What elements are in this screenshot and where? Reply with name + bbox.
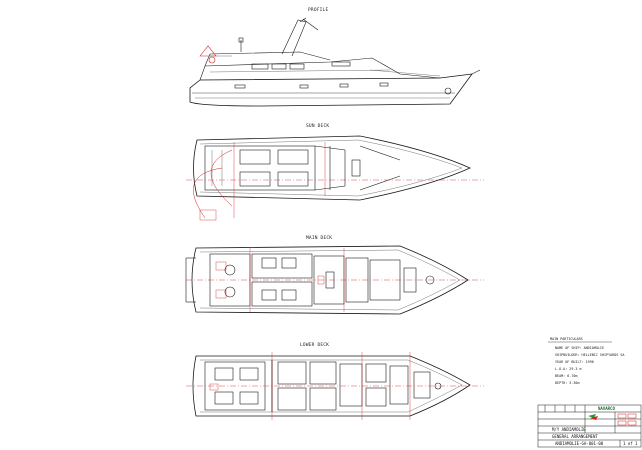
- sun-deck-title: SUN DECK: [306, 124, 330, 129]
- title-block: [537, 404, 642, 448]
- particulars-heading: MAIN PARTICULARS: [550, 337, 583, 341]
- main-deck-title: MAIN DECK: [306, 236, 333, 241]
- sheet-number: 1 of 1: [623, 441, 638, 446]
- profile-view: [189, 17, 481, 107]
- particulars-line: DEPTH: 3.30m: [555, 381, 580, 385]
- vessel-name: M/Y ANDIAMOLIE: [552, 427, 586, 432]
- drawing-number: ANDIAMOLIE-GA-001-00: [555, 441, 604, 446]
- particulars-line: YEAR OF BUILT: 1996: [555, 360, 594, 364]
- particulars-line: BEAM: 6.70m: [555, 374, 578, 378]
- lower-deck-plan: [186, 352, 484, 420]
- main-deck-plan: [185, 245, 484, 315]
- company-name: NAVARCO: [598, 406, 615, 411]
- sun-deck-plan: [186, 135, 484, 221]
- particulars-line: L.O.A: 29.3 m: [555, 367, 582, 371]
- particulars-line: SHIPBUILDER: HELLENIC SHIPYARDS SA: [555, 353, 625, 357]
- profile-title: PROFILE: [308, 8, 329, 13]
- lower-deck-title: LOWER DECK: [300, 343, 330, 348]
- particulars-line: NAME OF SHIP: ANDIAMOLIE: [555, 346, 604, 350]
- drawing-title: GENERAL ARRANGEMENT: [552, 434, 598, 439]
- navarco-logo: [588, 413, 637, 426]
